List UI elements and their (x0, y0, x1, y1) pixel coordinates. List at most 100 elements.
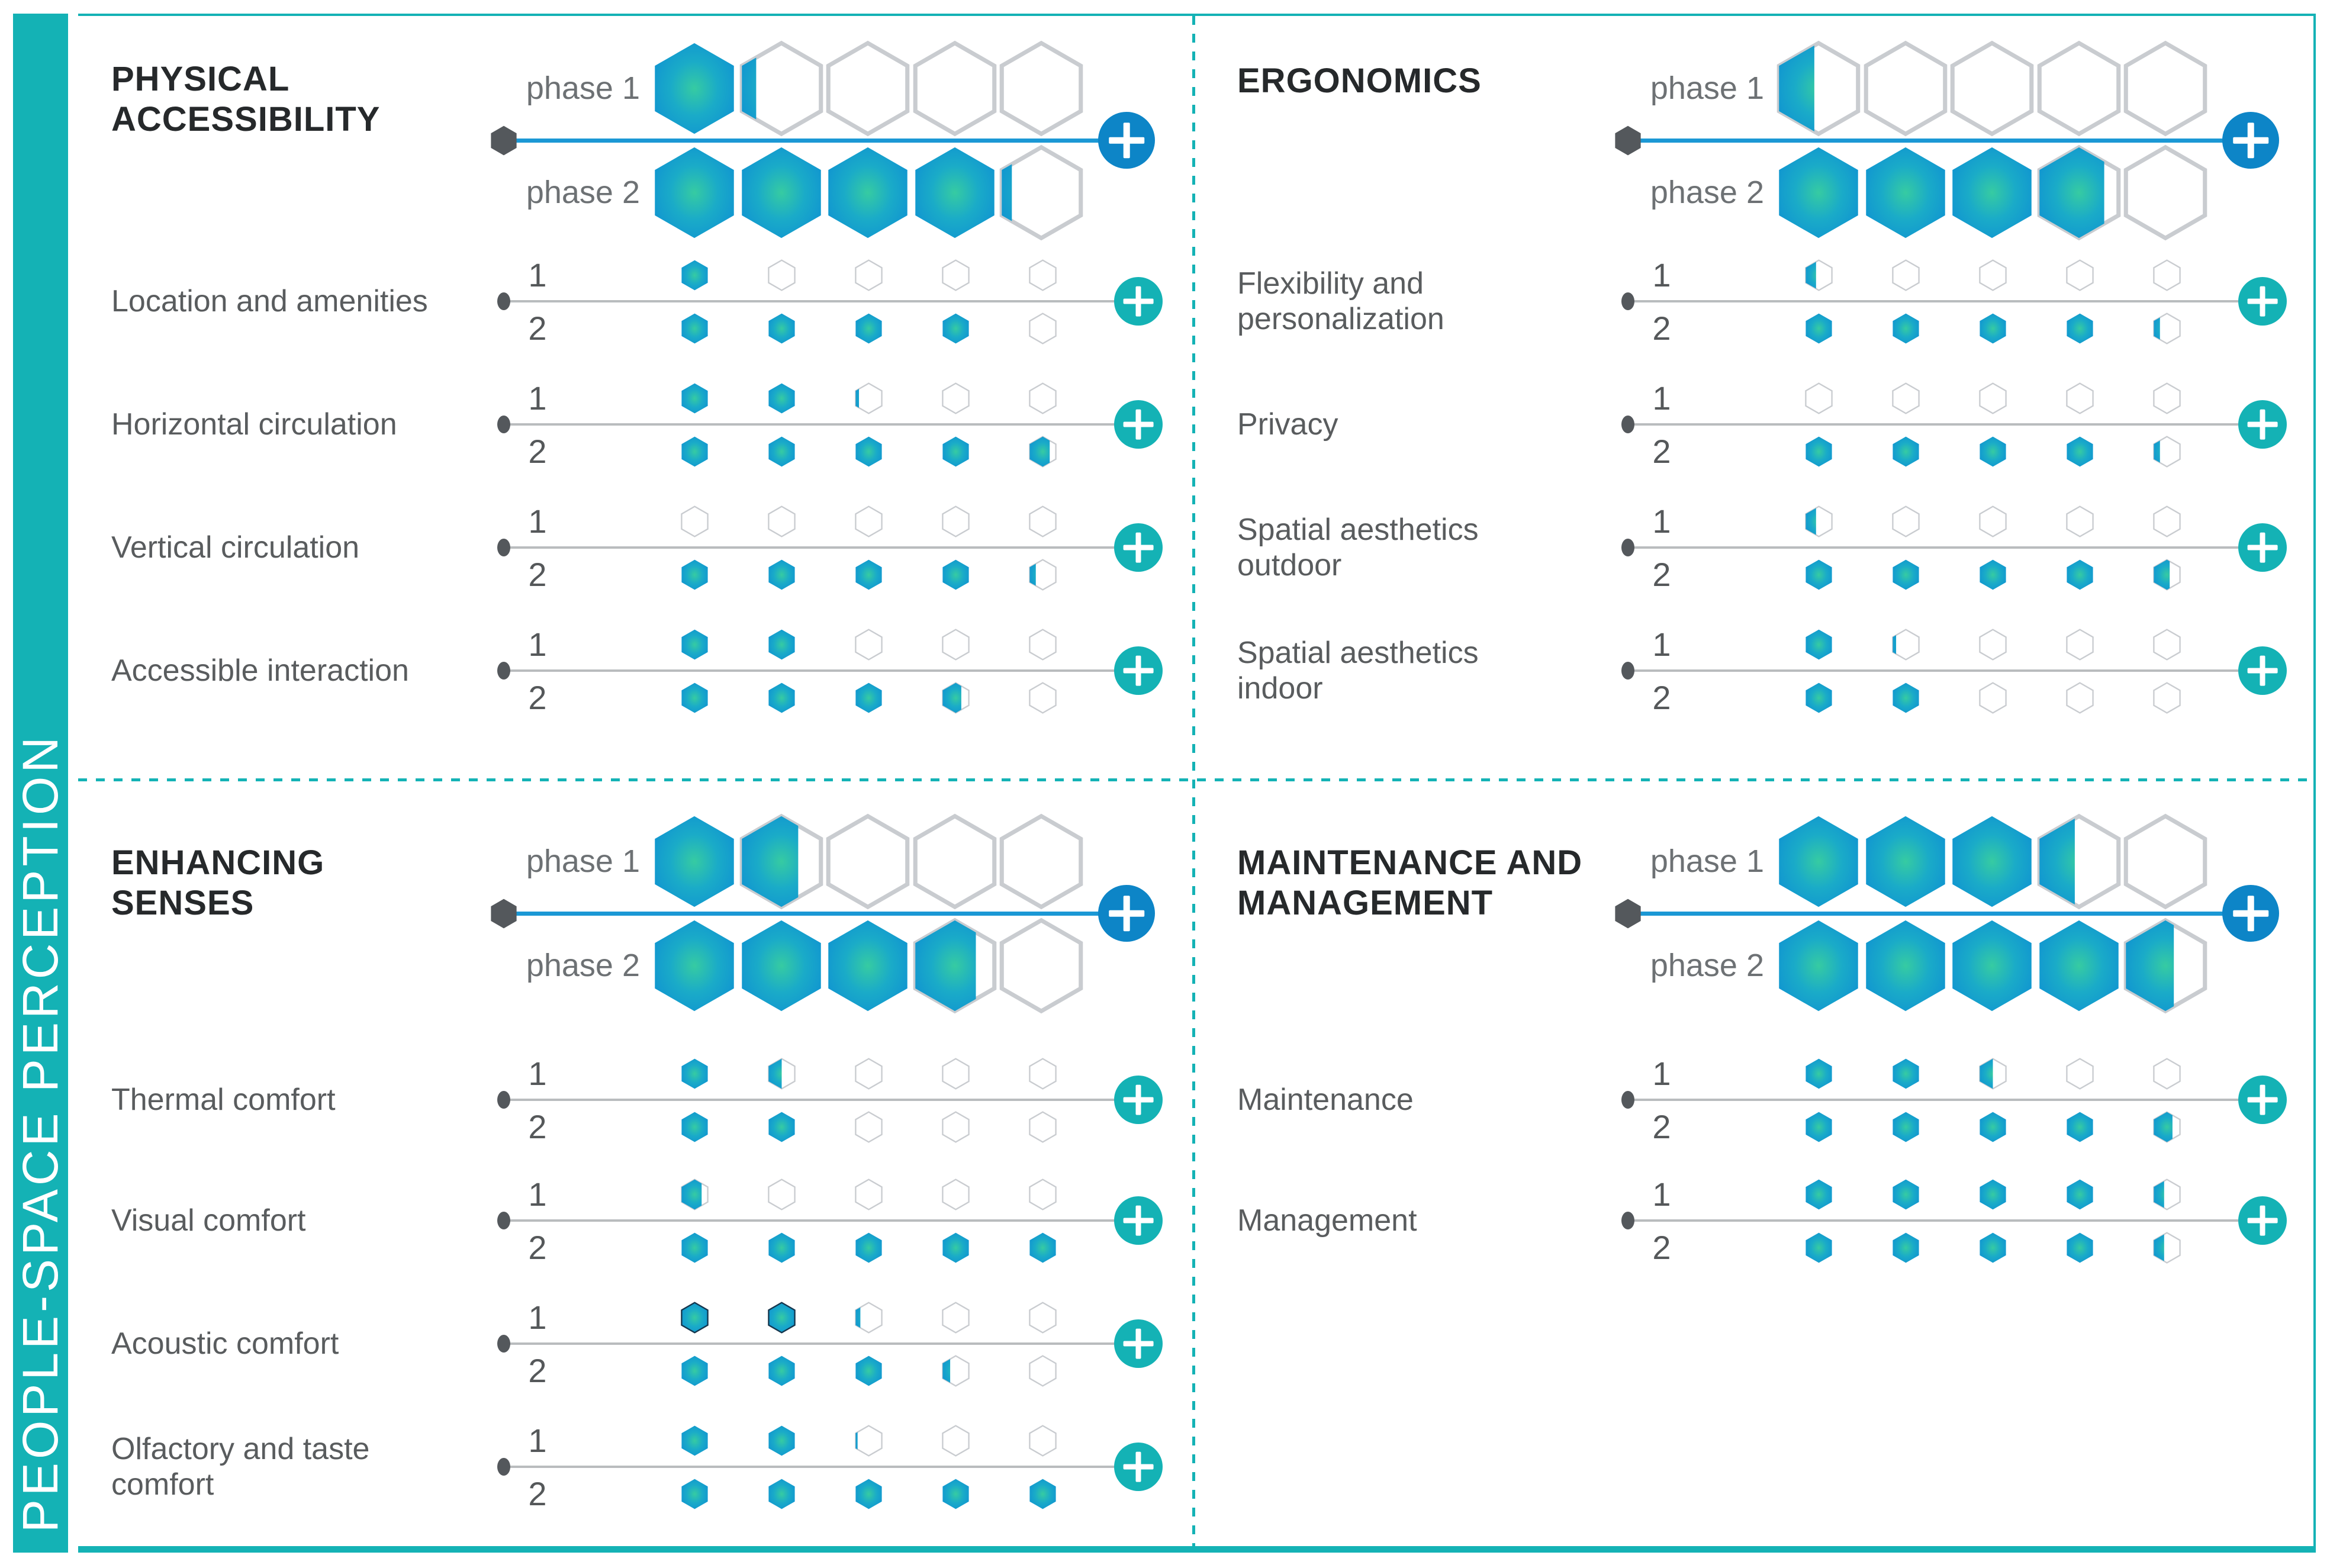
row-label: Vertical circulation (111, 530, 359, 565)
r1-hexagon-5 (1028, 1179, 1057, 1210)
r1-hexagon-1 (680, 1302, 709, 1334)
phase-add-button[interactable] (2222, 112, 2279, 169)
row-add-button[interactable] (1114, 523, 1163, 572)
phase1-hexagon-2 (739, 813, 823, 910)
r1-hexagon-3 (854, 382, 883, 414)
row-add-button[interactable] (2238, 1196, 2287, 1245)
phase1-hexagon-4 (913, 40, 997, 137)
row-label-line: Spatial aesthetics (1237, 636, 1479, 670)
row-start-dot (1621, 292, 1634, 310)
r1-hexagon-2 (1892, 1058, 1920, 1090)
r1-hexagon-1 (1804, 382, 1833, 414)
row-add-button[interactable] (2238, 400, 2287, 449)
row-label-line: Privacy (1237, 407, 1338, 442)
r1-hexagon-4 (2066, 1179, 2094, 1210)
row-start-dot (497, 292, 510, 310)
r2-hexagon-1 (681, 682, 709, 714)
plus-icon (1114, 646, 1163, 695)
row-add-button[interactable] (1114, 646, 1163, 695)
row-label-line: indoor (1237, 671, 1323, 706)
phase-axis-line (1628, 139, 2249, 143)
r1-hexagon-5 (1028, 506, 1057, 537)
row-start-dot (1621, 416, 1634, 433)
r2-hexagon-2 (768, 313, 796, 344)
phase2-hexagon-2 (739, 144, 823, 241)
r1-hexagon-5 (2152, 1058, 2181, 1090)
r2-hexagon-5 (2152, 559, 2181, 591)
r2-hexagon-3 (855, 313, 883, 344)
r1-hexagon-2 (1891, 382, 1920, 414)
r1-hexagon-4 (2065, 382, 2094, 414)
phase-add-button[interactable] (2222, 885, 2279, 942)
r1-hexagon-3 (854, 259, 883, 291)
row-axis-line (1628, 669, 2263, 672)
r2-hexagon-2 (768, 559, 796, 591)
r2-hexagon-1 (681, 559, 709, 591)
r2-hexagon-2 (1892, 1232, 1920, 1264)
phase1-hexagon-1 (652, 40, 736, 137)
row-label-line: Visual comfort (111, 1203, 306, 1238)
phase2-hexagon-3 (826, 917, 910, 1014)
row-axis-line (504, 669, 1138, 672)
phase1-hexagon-4 (2037, 40, 2121, 137)
plus-icon (2238, 646, 2287, 695)
r2-hexagon-3 (1979, 436, 2007, 468)
r2-hexagon-1 (1805, 1111, 1833, 1143)
row-add-button[interactable] (1114, 277, 1163, 326)
phase1-hexagon-1 (1777, 40, 1861, 137)
r2-hexagon-5 (2152, 313, 2181, 344)
row-add-button[interactable] (1114, 400, 1163, 449)
r2-hexagon-2 (1892, 1111, 1920, 1143)
plus-icon (1114, 523, 1163, 572)
sidebar-title: PEOPLE-SPACE PERCEPTION (12, 733, 68, 1532)
quadrant-title-line: SENSES (111, 884, 255, 922)
row-axis-line (1628, 300, 2263, 302)
quadrant-divider-horizontal (78, 778, 2313, 781)
row-label-line: Spatial aesthetics (1237, 513, 1479, 547)
quadrant-title-line: MAINTENANCE AND (1237, 843, 1583, 882)
plus-icon (1114, 400, 1163, 449)
plus-icon (2238, 1196, 2287, 1245)
phase2-hexagon-4 (913, 917, 997, 1014)
r1-hexagon-4 (941, 506, 970, 537)
row-add-button[interactable] (1114, 1196, 1163, 1245)
row-add-button[interactable] (2238, 277, 2287, 326)
phase2-hexagon-1 (1777, 144, 1861, 241)
row-add-button[interactable] (2238, 1076, 2287, 1124)
row-add-button[interactable] (2238, 523, 2287, 572)
r2-hexagon-3 (854, 1111, 883, 1143)
row-label-line: Maintenance (1237, 1083, 1414, 1117)
r1-hexagon-2 (767, 1302, 796, 1334)
phase2-hexagon-1 (1777, 917, 1861, 1014)
r1-hexagon-5 (1028, 1425, 1057, 1457)
r2-hexagon-5 (1029, 1478, 1057, 1510)
r2-hexagon-5 (1028, 436, 1057, 468)
r1-hexagon-4 (941, 1058, 970, 1090)
r2-hexagon-5 (1028, 1111, 1057, 1143)
r1-hexagon-1 (1805, 629, 1833, 661)
r2-hexagon-1 (681, 313, 709, 344)
row-add-button[interactable] (2238, 646, 2287, 695)
plus-icon (1114, 277, 1163, 326)
quadrant-title-line: PHYSICAL (111, 60, 290, 98)
row-axis-line (1628, 423, 2263, 426)
row-axis-line (1628, 546, 2263, 549)
r1-hexagon-2 (768, 1425, 796, 1457)
phase-add-button[interactable] (1098, 885, 1155, 942)
r1-hexagon-3 (1979, 1179, 2007, 1210)
phase2-hexagon-2 (1864, 917, 1948, 1014)
row-add-button[interactable] (1114, 1443, 1163, 1491)
row-label: Management (1237, 1203, 1417, 1238)
plus-icon (2238, 1076, 2287, 1124)
phase-add-button[interactable] (1098, 112, 1155, 169)
r2-hexagon-5 (2152, 1111, 2181, 1143)
row-add-button[interactable] (1114, 1076, 1163, 1124)
row-number-2: 2 (528, 1475, 547, 1512)
row-number-2: 2 (1652, 1229, 1671, 1266)
row-add-button[interactable] (1114, 1319, 1163, 1368)
r1-hexagon-2 (1892, 1179, 1920, 1210)
r1-hexagon-1 (681, 629, 709, 661)
